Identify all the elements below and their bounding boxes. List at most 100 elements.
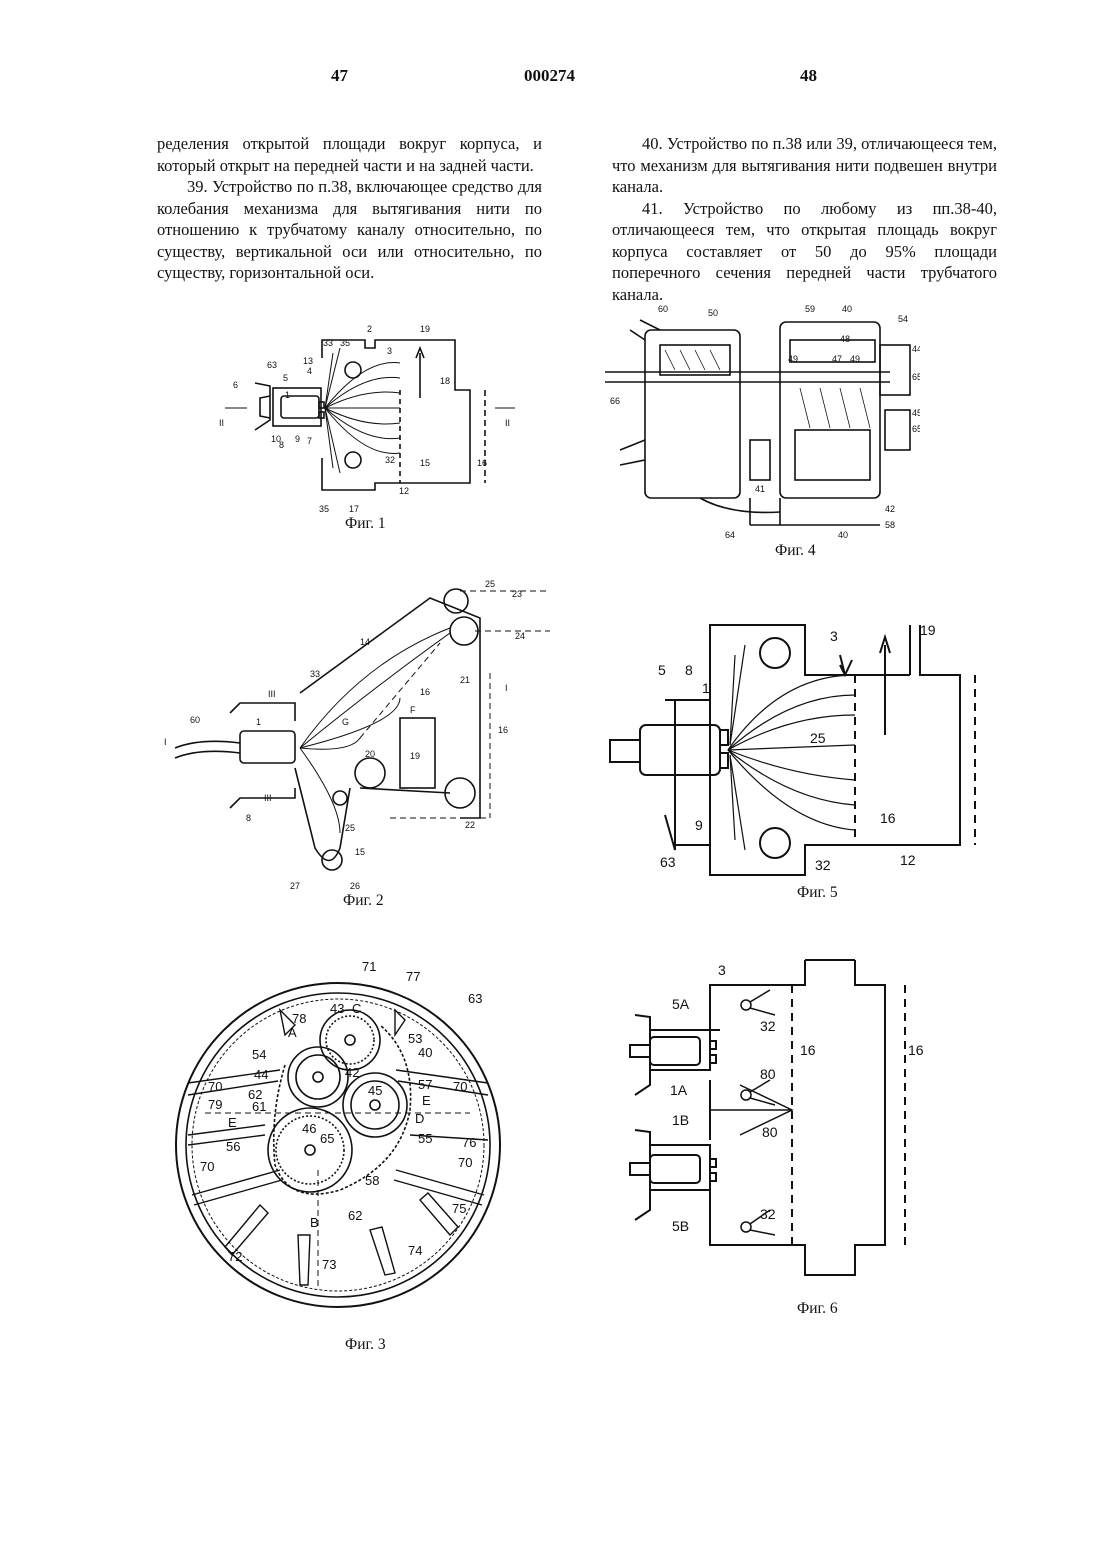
fig4-reference-label: 66 (610, 396, 620, 406)
fig3-reference-label: 70 (458, 1155, 472, 1170)
fig6-reference-label: 16 (800, 1042, 816, 1058)
fig2-reference-label: I (164, 737, 167, 747)
fig3-reference-label: 70 (453, 1079, 467, 1094)
fig3-reference-label: 45 (368, 1083, 382, 1098)
fig5-reference-label: 16 (880, 810, 896, 826)
fig5-reference-label: 25 (810, 730, 826, 746)
fig5-reference-label: 8 (685, 662, 693, 678)
fig2-reference-label: 21 (460, 675, 470, 685)
fig5-reference-label: 1 (702, 680, 710, 696)
fig3-reference-label: A (288, 1025, 297, 1040)
fig2-reference-label: 25 (485, 579, 495, 589)
figure-5-drawing: 3195 8125 16963 3212 (600, 615, 985, 885)
fig2-reference-label: 60 (190, 715, 200, 725)
fig1-reference-label: 5 (283, 373, 288, 383)
fig1-reference-label: 18 (440, 376, 450, 386)
fig4-reference-label: 58 (885, 520, 895, 530)
fig3-reference-label: 78 (292, 1011, 306, 1026)
fig3-reference-label: 57 (418, 1077, 432, 1092)
left-text-column: ределения открытой площади вокруг корпус… (157, 133, 542, 284)
fig4-reference-label: 40 (842, 304, 852, 314)
fig2-reference-label: 8 (246, 813, 251, 823)
fig1-reference-label: 12 (399, 486, 409, 496)
fig5-reference-label: 32 (815, 857, 831, 873)
fig3-reference-label: 56 (226, 1139, 240, 1154)
fig5-reference-label: 12 (900, 852, 916, 868)
fig1-reference-label: 1 (285, 390, 290, 400)
fig4-reference-label: 64 (725, 530, 735, 540)
fig4-reference-label: 60 (658, 304, 668, 314)
fig3-reference-label: 53 (408, 1031, 422, 1046)
fig3-reference-label: B (310, 1215, 319, 1230)
fig4-reference-label: 65 (912, 424, 920, 434)
fig3-reference-label: 40 (418, 1045, 432, 1060)
claim-40: 40. Устройство по п.38 или 39, отличающе… (612, 133, 997, 198)
fig3-reference-label: E (422, 1093, 431, 1108)
fig3-reference-label: 76 (462, 1135, 476, 1150)
fig3-reference-label: 44 (254, 1067, 268, 1082)
fig1-reference-label: 35 (319, 504, 329, 514)
claim-41: 41. Устройство по любому из пп.38-40, от… (612, 198, 997, 306)
fig2-reference-label: 27 (290, 881, 300, 891)
figure-2-drawing: 252314 242133 16IIIF I1660 1GI 19208 III… (160, 573, 560, 893)
fig2-reference-label: 33 (310, 669, 320, 679)
fig3-reference-label: 75 (452, 1201, 466, 1216)
figure-3-drawing: 717763 43C78 A5354 404442 707062 455761 … (170, 955, 515, 1325)
fig1-reference-label: 2 (367, 324, 372, 334)
fig4-reference-label: 65 (912, 372, 920, 382)
fig6-reference-label: 1A (670, 1082, 688, 1098)
fig3-reference-label: 79 (208, 1097, 222, 1112)
page-number-right: 48 (800, 66, 817, 86)
right-text-column: 40. Устройство по п.38 или 39, отличающе… (612, 133, 997, 305)
figure-3-caption: Фиг. 3 (345, 1336, 386, 1354)
fig5-reference-label: 5 (658, 662, 666, 678)
fig1-reference-label: 13 (303, 356, 313, 366)
fig2-reference-label: 15 (355, 847, 365, 857)
fig6-reference-label: 32 (760, 1018, 776, 1034)
figure-4-caption: Фиг. 4 (775, 542, 816, 560)
figure-1-caption: Фиг. 1 (345, 515, 386, 533)
fig2-reference-label: 20 (365, 749, 375, 759)
fig3-reference-label: 74 (408, 1243, 422, 1258)
fig6-reference-label: 5B (672, 1218, 689, 1234)
fig2-reference-label: 1 (256, 717, 261, 727)
figure-2-caption: Фиг. 2 (343, 892, 384, 910)
fig3-reference-label: 70 (208, 1079, 222, 1094)
fig5-reference-label: 3 (830, 628, 838, 644)
figure-4-drawing: 605059 405448 494749 446566 456541 42645… (600, 300, 920, 545)
fig1-reference-label: 7 (307, 436, 312, 446)
fig1-reference-label: 4 (307, 366, 312, 376)
fig1-reference-label: 6 (233, 380, 238, 390)
figure-6-drawing: 35A32 161680 1A801B 325B (610, 945, 930, 1305)
fig2-reference-label: F (410, 705, 416, 715)
fig4-reference-label: 48 (840, 334, 850, 344)
page-number-left: 47 (331, 66, 348, 86)
fig4-reference-label: 50 (708, 308, 718, 318)
fig3-reference-label: 62 (348, 1208, 362, 1223)
fig3-reference-label: 77 (406, 969, 420, 984)
fig2-reference-label: 22 (465, 820, 475, 830)
fig5-reference-label: 9 (695, 817, 703, 833)
fig4-reference-label: 41 (755, 484, 765, 494)
fig4-reference-label: 40 (838, 530, 848, 540)
fig1-reference-label: 3 (387, 346, 392, 356)
fig2-reference-label: 16 (420, 687, 430, 697)
fig1-reference-label: 35 (340, 338, 350, 348)
fig2-reference-label: I (505, 683, 508, 693)
fig1-reference-label: 32 (385, 455, 395, 465)
fig3-reference-label: 54 (252, 1047, 266, 1062)
fig6-reference-label: 3 (718, 962, 726, 978)
fig1-reference-label: 8 (279, 440, 284, 450)
left-paragraph-1: ределения открытой площади вокруг корпус… (157, 133, 542, 176)
fig3-reference-label: 71 (362, 959, 376, 974)
fig3-reference-label: 58 (365, 1173, 379, 1188)
fig4-reference-label: 45 (912, 408, 920, 418)
fig4-reference-label: 49 (788, 354, 798, 364)
fig3-reference-label: E (228, 1115, 237, 1130)
fig3-reference-label: 65 (320, 1131, 334, 1146)
fig3-reference-label: 63 (468, 991, 482, 1006)
fig4-reference-label: 59 (805, 304, 815, 314)
fig3-reference-label: 70 (200, 1159, 214, 1174)
fig3-reference-label: 43 (330, 1001, 344, 1016)
fig2-reference-label: G (342, 717, 349, 727)
